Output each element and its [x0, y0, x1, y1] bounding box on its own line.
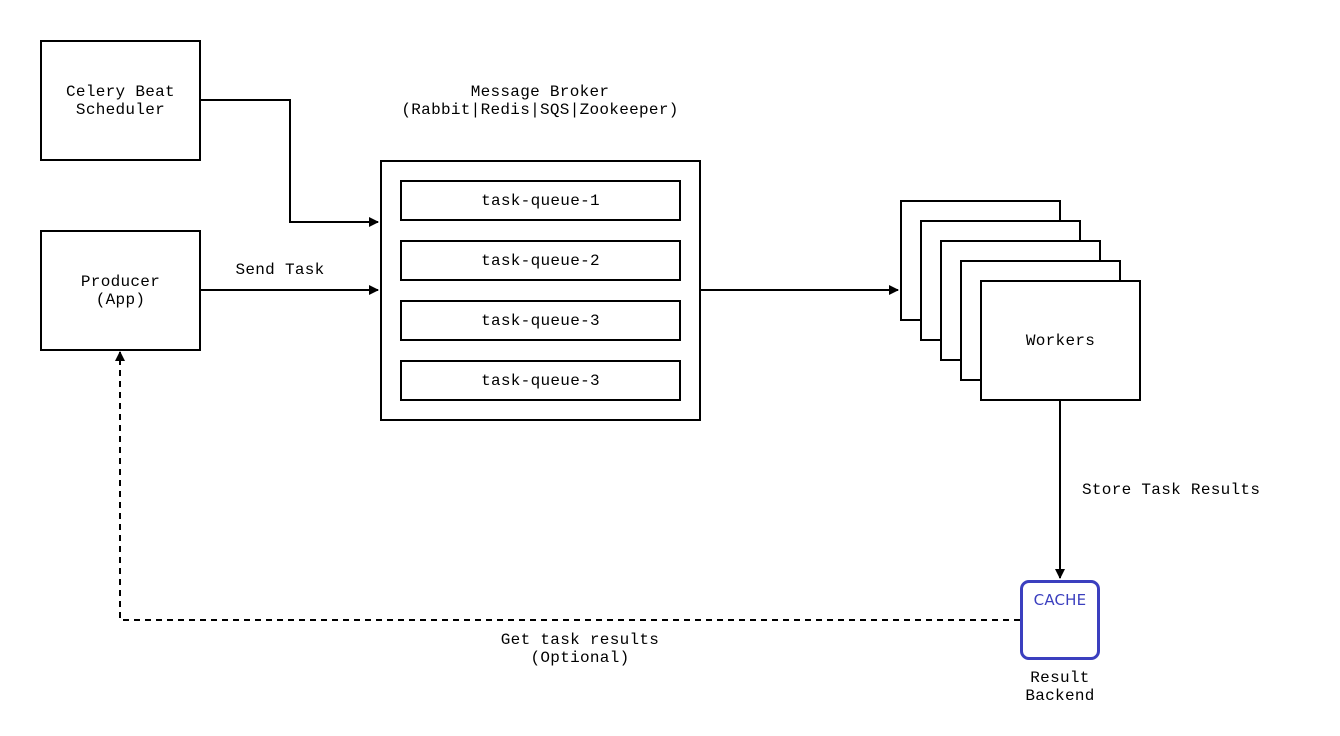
scheduler-label-line1: Celery Beat [66, 82, 175, 101]
task-queue-item: task-queue-1 [400, 180, 681, 221]
scheduler-label-line2: Scheduler [75, 100, 166, 119]
workers-label: Workers [1025, 331, 1096, 350]
workers-box: Workers [980, 280, 1141, 401]
get-task-results-line2: (Optional) [530, 649, 630, 667]
result-backend-line1: Result [1030, 669, 1090, 687]
producer-label-line2: (App) [95, 290, 146, 309]
store-task-results-label: Store Task Results [1082, 481, 1261, 499]
task-queue-item: task-queue-3 [400, 300, 681, 341]
task-queue-item: task-queue-2 [400, 240, 681, 281]
broker-title-line1: Message Broker [470, 83, 610, 101]
broker-title-line2: (Rabbit|Redis|SQS|Zookeeper) [401, 101, 679, 119]
producer-label-line1: Producer [80, 272, 161, 291]
get-task-results-line1: Get task results [500, 631, 660, 649]
cache-icon-label: CACHE [1033, 591, 1087, 609]
result-backend-cache: CACHE [1020, 580, 1100, 660]
broker-title: Message Broker (Rabbit|Redis|SQS|Zookeep… [380, 83, 700, 119]
producer-box: Producer (App) [40, 230, 201, 351]
task-queue-label: task-queue-1 [481, 191, 600, 210]
celery-beat-scheduler-box: Celery Beat Scheduler [40, 40, 201, 161]
task-queue-label: task-queue-2 [481, 251, 600, 270]
send-task-label: Send Task [235, 261, 325, 279]
result-backend-label: Result Backend [1000, 669, 1120, 705]
task-queue-label: task-queue-3 [481, 311, 600, 330]
task-queue-item: task-queue-3 [400, 360, 681, 401]
task-queue-label: task-queue-3 [481, 371, 600, 390]
result-backend-line2: Backend [1025, 687, 1095, 705]
get-task-results-label: Get task results (Optional) [460, 631, 700, 667]
edge-cache-to-producer-dashed [115, 351, 1020, 621]
edge-scheduler-to-broker [200, 99, 379, 227]
